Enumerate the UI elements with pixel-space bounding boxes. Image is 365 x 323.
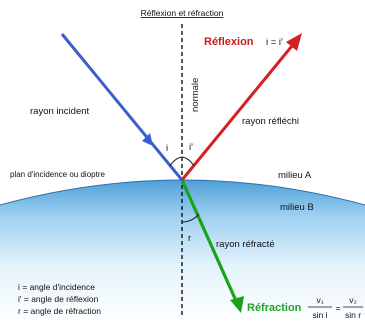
angle-legend: i = angle d'incidence i' = angle de réfl… [18,282,101,316]
angle-r-arc [181,213,200,223]
legend-item-incidence: i = angle d'incidence [18,282,95,292]
angle-i-arc [169,156,183,167]
angle-i-prime-arc [181,156,195,167]
legend-item-refraction: r = angle de réfraction [18,306,101,316]
reflexion-law: i = i' [266,37,283,48]
angle-r-label: r [188,233,191,244]
reflected-arrow-head [286,33,302,51]
angle-i-label: i [166,143,168,154]
refracted-ray [180,179,239,304]
refraction-formula: v₁ sin i = v₂ sin r [308,295,363,320]
angle-i-prime-label: i' [189,142,193,153]
incident-arrow-head [142,133,153,146]
refraction-heading: Réfraction [247,302,302,314]
reflected-ray-label: rayon réfléchi [242,116,299,127]
legend-item-reflexion: i' = angle de réflexion [18,294,99,304]
interface-label: plan d'incidence ou dioptre [10,170,105,179]
incident-ray [60,33,184,181]
normal-label: normale [190,78,201,112]
medium-b-label: milieu B [280,202,314,213]
formula-num-right: v₂ [349,295,357,305]
formula-den-right: sin r [345,310,361,320]
diagram-title: Réflexion et réfraction [141,8,224,18]
incident-ray-label: rayon incident [30,106,90,117]
formula-equals: = [336,303,341,313]
formula-num-left: v₁ [316,295,323,305]
medium-a-label: milieu A [278,170,312,181]
refracted-arrow-head [230,296,244,313]
formula-den-left: sin i [312,310,327,320]
reflexion-heading: Réflexion [204,36,254,48]
refracted-ray-label: rayon réfracté [216,239,275,250]
reflected-ray [180,40,298,181]
